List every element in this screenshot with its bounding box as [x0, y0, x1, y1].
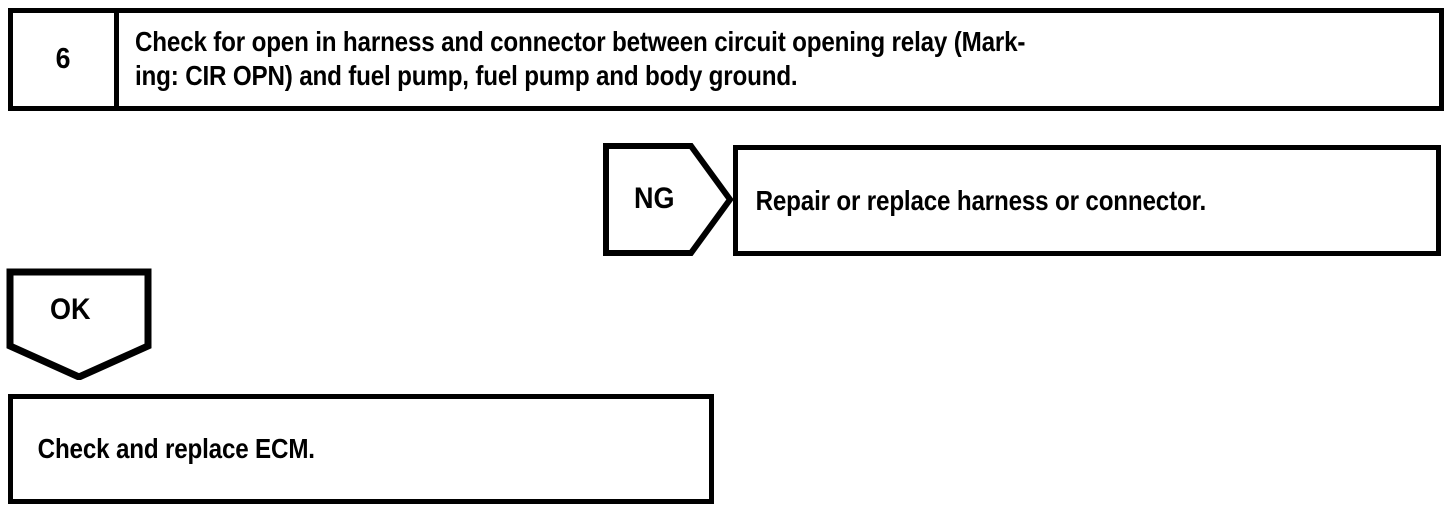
step-number-cell: 6	[13, 13, 119, 106]
ok-result-box: Check and replace ECM.	[8, 394, 714, 504]
ok-result-text: Check and replace ECM.	[37, 433, 315, 464]
step-instruction-line-2: ing: CIR OPN) and fuel pump, fuel pump a…	[135, 60, 798, 91]
step-number: 6	[56, 43, 71, 75]
ok-branch-arrow	[6, 268, 152, 380]
ng-branch-arrow	[603, 143, 733, 256]
step-row: 6 Check for open in harness and connecto…	[8, 8, 1444, 111]
ng-result-text: Repair or replace harness or connector.	[755, 184, 1207, 216]
step-instruction-cell: Check for open in harness and connector …	[119, 13, 1439, 106]
ng-arrow-shape	[603, 143, 733, 256]
ng-result-box: Repair or replace harness or connector.	[733, 145, 1441, 256]
step-instruction-line-1: Check for open in harness and connector …	[135, 26, 1026, 57]
ng-branch-label: NG	[634, 182, 675, 215]
ok-branch-label: OK	[50, 293, 91, 326]
ok-arrow-shape	[6, 268, 152, 380]
